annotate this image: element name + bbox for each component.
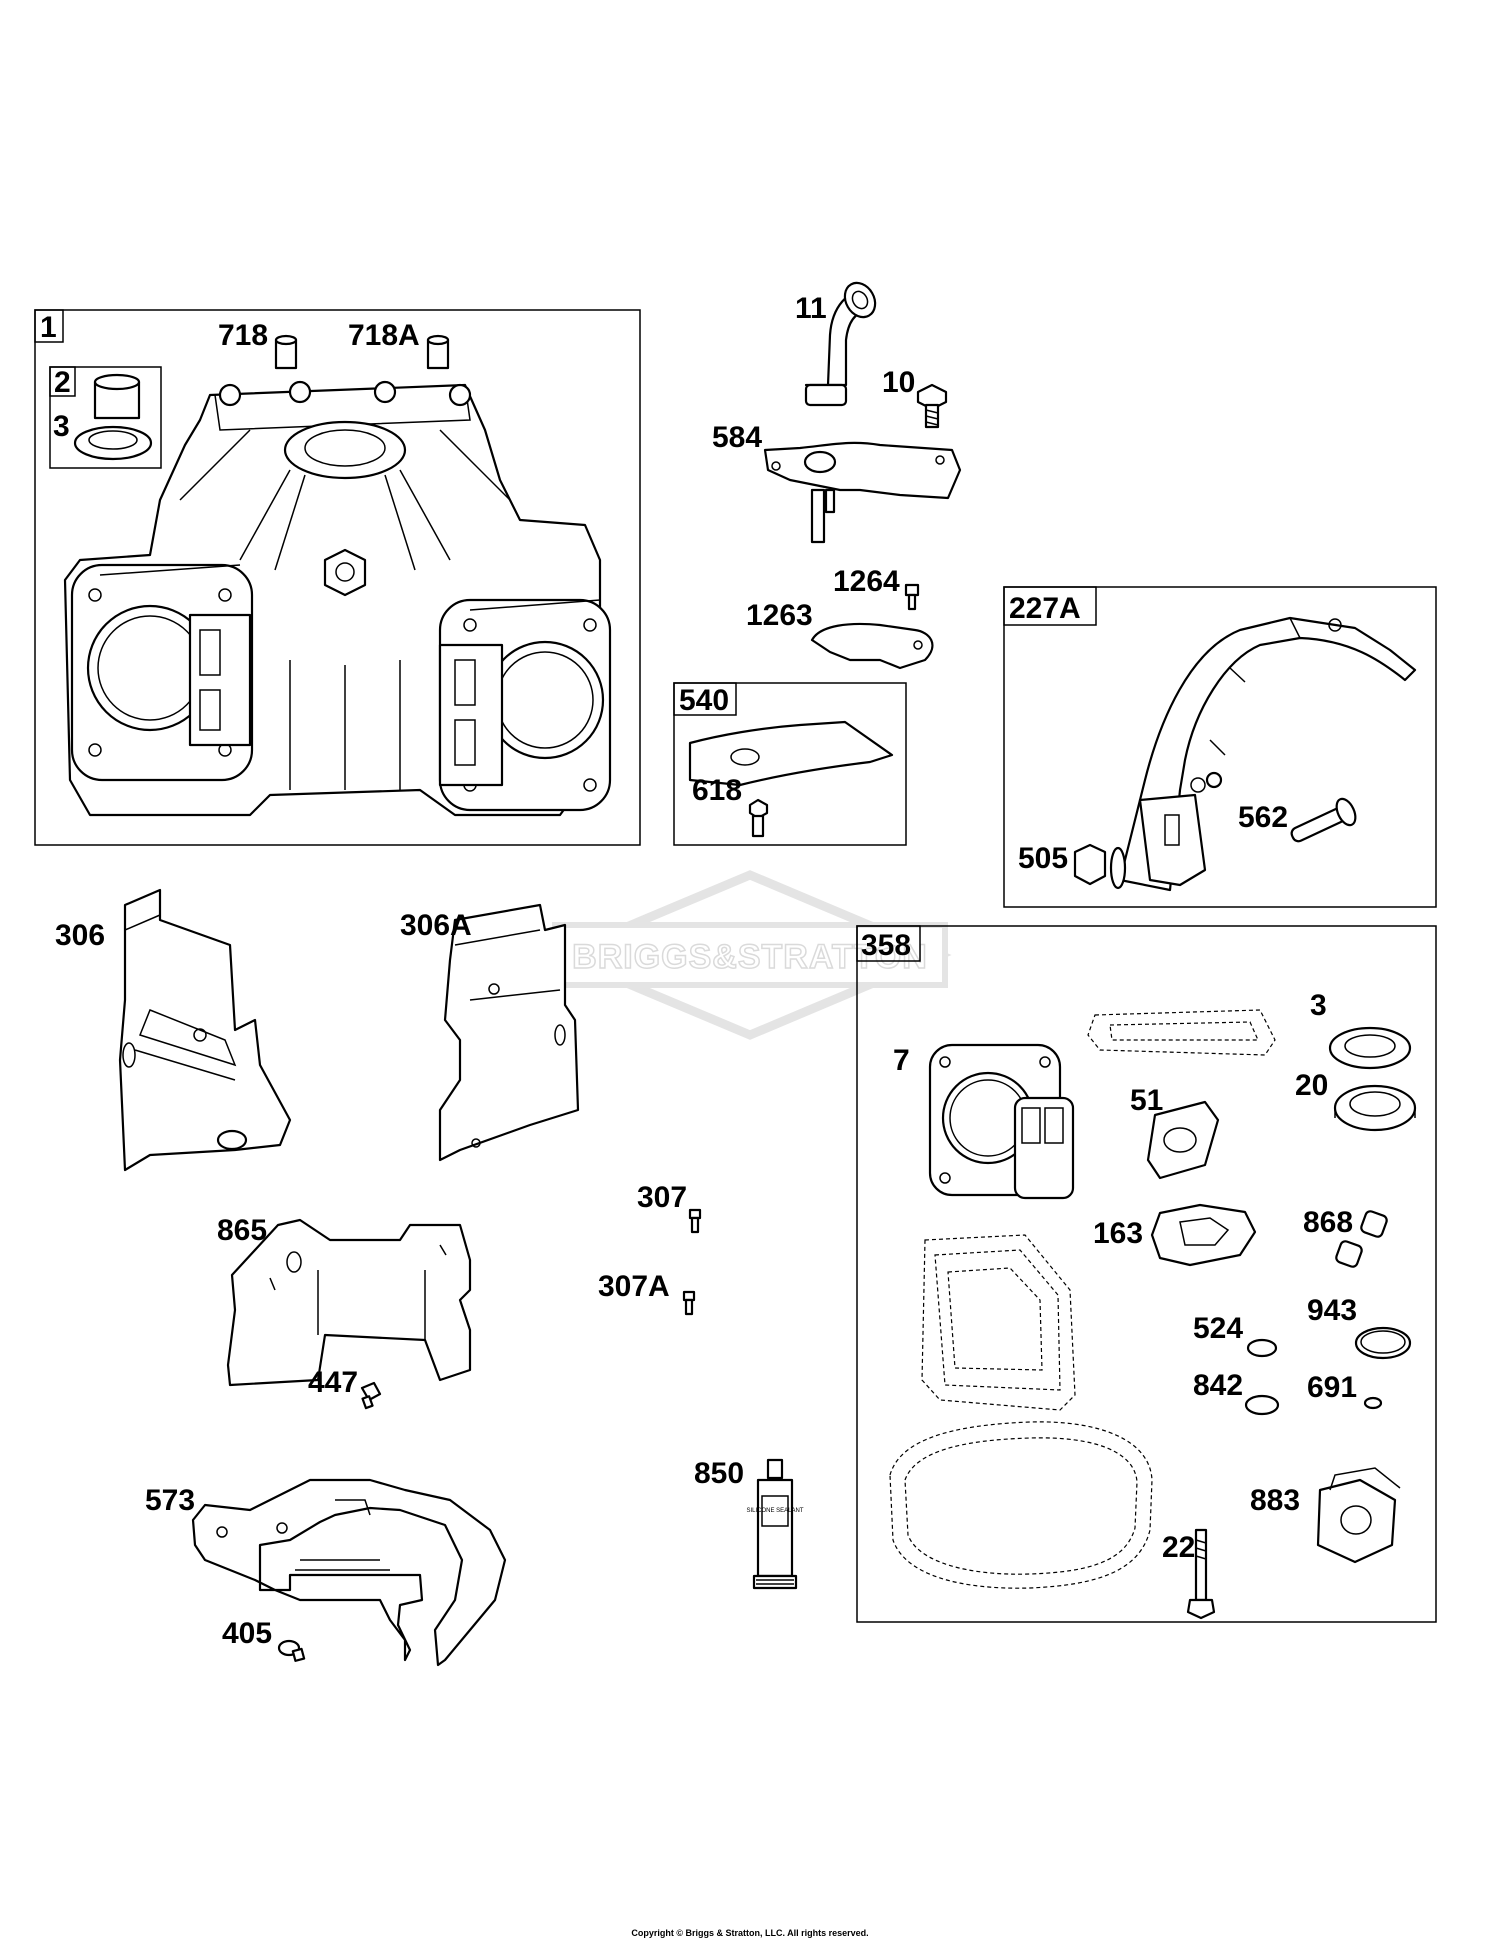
part-11-elbow-tube bbox=[804, 281, 877, 407]
label-307: 307 bbox=[637, 1181, 687, 1214]
label-562: 562 bbox=[1238, 801, 1288, 834]
box-540-baffle-kit: 540 618 bbox=[673, 682, 907, 846]
label-943: 943 bbox=[1307, 1294, 1357, 1327]
part-573-blower-housing bbox=[191, 1478, 507, 1667]
part-7-head-gasket bbox=[928, 1043, 1075, 1200]
box-2-number: 2 bbox=[54, 366, 71, 399]
label-3-kit: 3 bbox=[1310, 989, 1327, 1022]
part-584-plate bbox=[763, 441, 962, 544]
part-718a-dowel bbox=[426, 334, 450, 370]
label-3-top: 3 bbox=[53, 410, 70, 443]
part-22-bolt bbox=[1186, 1528, 1216, 1620]
crankcase-gasket bbox=[889, 1421, 1153, 1589]
label-505: 505 bbox=[1018, 842, 1068, 875]
part-618-screw bbox=[748, 798, 769, 838]
part-718-dowel bbox=[274, 334, 298, 370]
label-850: 850 bbox=[694, 1457, 744, 1490]
part-524-o-ring bbox=[1246, 1338, 1278, 1358]
watermark-text: BRIGGS&STRATTON bbox=[572, 938, 928, 976]
part-3-seal-kit bbox=[1328, 1026, 1412, 1070]
label-10: 10 bbox=[882, 366, 915, 399]
part-3-seal bbox=[73, 425, 153, 461]
box-540-tag bbox=[673, 682, 737, 716]
label-868: 868 bbox=[1303, 1206, 1353, 1239]
label-51: 51 bbox=[1130, 1084, 1163, 1117]
box-227a-number: 227A bbox=[1009, 592, 1081, 625]
box-1-tag bbox=[34, 309, 64, 343]
cylinder-block-drawing bbox=[63, 380, 612, 817]
box-227a-frame bbox=[1003, 586, 1437, 908]
box-2-tag bbox=[49, 366, 76, 397]
label-573: 573 bbox=[145, 1484, 195, 1517]
label-163: 163 bbox=[1093, 1217, 1143, 1250]
part-2-bushing bbox=[93, 373, 141, 420]
part-562-pin bbox=[1290, 797, 1357, 843]
part-307a-screw bbox=[682, 1290, 696, 1316]
valve-cover-gasket-top bbox=[1087, 1009, 1276, 1056]
label-691: 691 bbox=[1307, 1371, 1357, 1404]
part-868-valve-seals bbox=[1335, 1210, 1388, 1268]
box-540-frame bbox=[673, 682, 907, 846]
part-163-gasket bbox=[1150, 1203, 1257, 1267]
part-1263-bracket bbox=[810, 622, 934, 670]
box-1-cylinder-assembly: 1 2 3 718 718A bbox=[34, 309, 641, 846]
label-618: 618 bbox=[692, 774, 742, 807]
part-307-screw bbox=[688, 1208, 702, 1234]
valve-cover-gasket-lower bbox=[921, 1234, 1076, 1411]
copyright-text: Copyright © Briggs & Stratton, LLC. All … bbox=[631, 1928, 868, 1938]
label-22: 22 bbox=[1162, 1531, 1195, 1564]
part-943-o-ring bbox=[1354, 1326, 1412, 1360]
label-883: 883 bbox=[1250, 1484, 1300, 1517]
box-358-frame bbox=[856, 925, 1437, 1623]
label-524: 524 bbox=[1193, 1312, 1243, 1345]
label-1264: 1264 bbox=[833, 565, 900, 598]
label-1263: 1263 bbox=[746, 599, 813, 632]
label-718a: 718A bbox=[348, 319, 420, 352]
part-842-o-ring bbox=[1244, 1394, 1280, 1416]
label-447: 447 bbox=[308, 1366, 358, 1399]
part-447-screw bbox=[360, 1381, 382, 1410]
part-405-screw bbox=[277, 1639, 306, 1662]
part-1264-screw bbox=[904, 583, 920, 611]
label-718: 718 bbox=[218, 319, 268, 352]
box-227a-tag bbox=[1003, 586, 1097, 626]
label-306a: 306A bbox=[400, 909, 472, 942]
part-51-intake-gasket bbox=[1146, 1100, 1220, 1180]
label-7: 7 bbox=[893, 1044, 910, 1077]
label-584: 584 bbox=[712, 421, 762, 454]
part-865-baffle bbox=[226, 1218, 472, 1387]
label-307a: 307A bbox=[598, 1270, 670, 1303]
part-505-nut bbox=[1073, 843, 1127, 890]
box-1-frame bbox=[34, 309, 641, 846]
part-20-oil-seal bbox=[1333, 1084, 1417, 1132]
box-358-number: 358 bbox=[861, 929, 911, 962]
box-358-gasket-set: 358 3 20 7 bbox=[856, 925, 1437, 1623]
briggs-stratton-logo-watermark: BRIGGS&STRATTON bbox=[548, 870, 952, 1040]
label-405: 405 bbox=[222, 1617, 272, 1650]
part-306-shroud bbox=[118, 888, 292, 1172]
box-540-number: 540 bbox=[679, 684, 729, 717]
part-691-washer bbox=[1363, 1396, 1383, 1410]
sealant-tube-label: SILICONE SEALANT bbox=[746, 1508, 803, 1514]
box-227a-governor-bracket: 227A 562 505 bbox=[1003, 586, 1437, 908]
part-227a-bracket bbox=[1118, 616, 1417, 892]
part-306a-shroud bbox=[438, 903, 580, 1162]
label-20: 20 bbox=[1295, 1069, 1328, 1102]
label-865: 865 bbox=[217, 1214, 267, 1247]
label-842: 842 bbox=[1193, 1369, 1243, 1402]
box-1-number: 1 bbox=[40, 311, 57, 344]
part-10-screw bbox=[916, 383, 948, 429]
part-540-gasket-plate bbox=[688, 720, 894, 787]
part-850-sealant-tube: SILICONE SEALANT bbox=[746, 1458, 804, 1590]
label-11: 11 bbox=[795, 292, 827, 325]
box-358-tag bbox=[856, 925, 921, 962]
part-883-adapter bbox=[1316, 1467, 1401, 1564]
label-306: 306 bbox=[55, 919, 105, 952]
box-2-frame bbox=[49, 366, 162, 469]
